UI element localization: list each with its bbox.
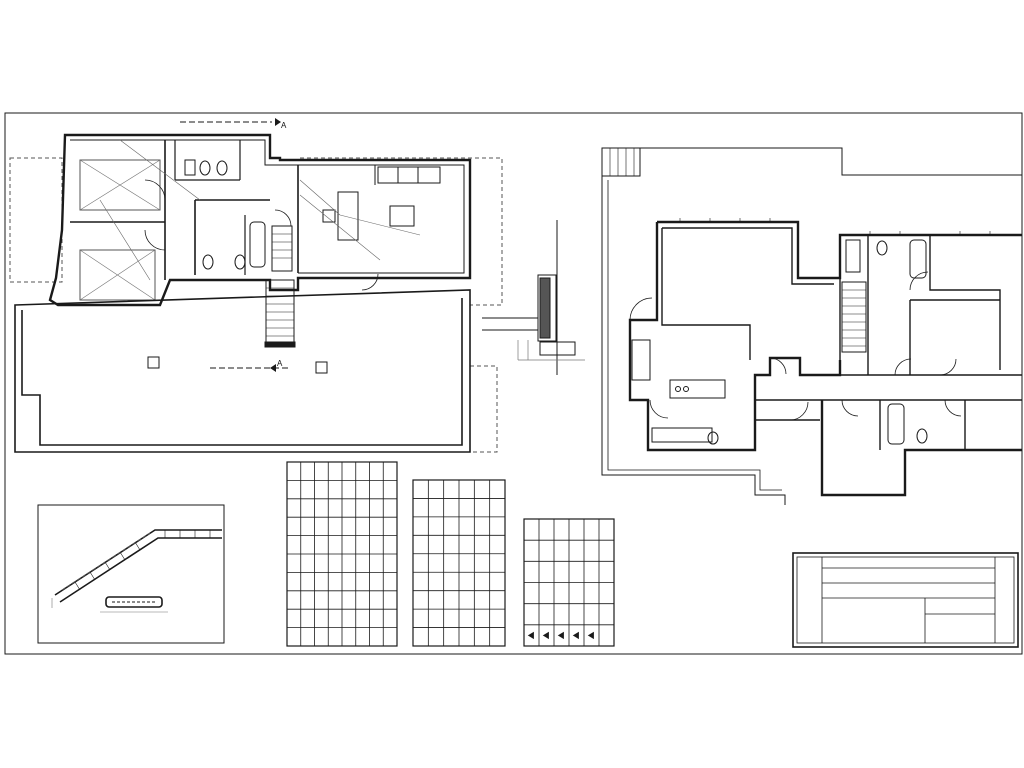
section-arrow-icon [275,118,281,126]
door-swing [649,399,669,419]
detail-frame [37,504,225,644]
door-swing [144,179,166,201]
bathtub [887,403,905,445]
dimension-ticks [517,340,585,361]
sofa [377,166,441,184]
door-swing [841,399,859,417]
wc-fixture [216,160,228,176]
section-label-top: A [281,121,287,130]
exterior-wall-outer [48,133,472,307]
title-block [792,552,1019,648]
wall-ticks [679,218,991,235]
first-floor-plan [601,147,1022,505]
site-boundary [300,157,503,306]
wc-fixture [202,254,214,270]
wall-section [482,220,585,375]
wc-fixture [707,431,719,445]
vanity [845,239,861,273]
entrance-steps [601,147,641,177]
door-swing [274,209,292,227]
interior-wall [661,227,834,360]
wall-frame [537,274,557,342]
slab-line [482,317,538,331]
step-treads [609,148,635,176]
beam-section [105,596,163,608]
bed-diagonals [79,249,156,301]
door-window-schedule-3 [523,518,615,647]
adjacent-outline [9,157,63,283]
ground-floor-plan [9,121,503,453]
wc-fixture [876,240,888,256]
schedule-symbol-icon [587,631,594,640]
stair-landing [264,341,296,348]
sofa [337,191,359,241]
column [147,356,160,369]
electrical-runs [99,139,421,281]
schedules [286,461,615,647]
bathtub [909,239,927,279]
title-block-inner [796,556,1015,644]
stair-detail [37,504,225,644]
door-swing [769,357,787,375]
door-swing [629,297,653,321]
kitchen-counter [651,427,713,443]
door-swing [909,271,929,291]
wall-hatch [539,277,551,339]
site-boundary [601,147,1022,505]
site-boundary-inner [607,180,782,491]
wc-fixture [234,254,246,270]
door-swing [361,273,379,291]
stair [841,281,867,353]
stair-treads [74,530,211,591]
basement-outline [14,289,471,453]
title-block-outer [792,552,1019,648]
bathtub [249,221,266,268]
schedule-symbol-icon [572,631,579,640]
kitchen-counter [669,379,726,399]
door-swing [894,358,912,376]
kitchen-counter [631,339,651,381]
section-arrow-icon [270,364,276,372]
schedule-symbol-icon [527,631,534,640]
section-label-bottom: A [277,359,283,368]
partitions [755,235,1022,450]
exterior-wall [628,220,1022,497]
basin [184,159,196,176]
sheet-border [4,112,1023,655]
door-swing [939,358,957,376]
wc-fixture [199,160,211,176]
hob-burner [683,386,689,392]
stair-upper-treads [272,233,292,259]
hob-burner [675,386,681,392]
foundation [539,341,576,356]
door-swing [789,401,809,421]
coffee-table [389,205,415,227]
dimension-line [51,598,168,613]
site-boundary-lower [470,365,498,453]
exterior-wall-inner [70,139,465,274]
stair-upper [271,225,293,272]
door-swing [144,229,166,251]
door-window-schedule-1 [286,461,398,647]
schedule-symbol-icon [557,631,564,640]
stair-treads [842,289,866,347]
column [315,361,328,374]
wc-fixture [916,428,928,444]
side-table [322,209,336,223]
door-window-schedule-2 [412,479,506,647]
bed-diagonals [79,159,161,211]
door-swing [944,399,962,417]
section-marker-top: A [275,118,287,130]
schedule-symbol-icon [542,631,549,640]
section-marker-bottom: A [270,359,283,372]
